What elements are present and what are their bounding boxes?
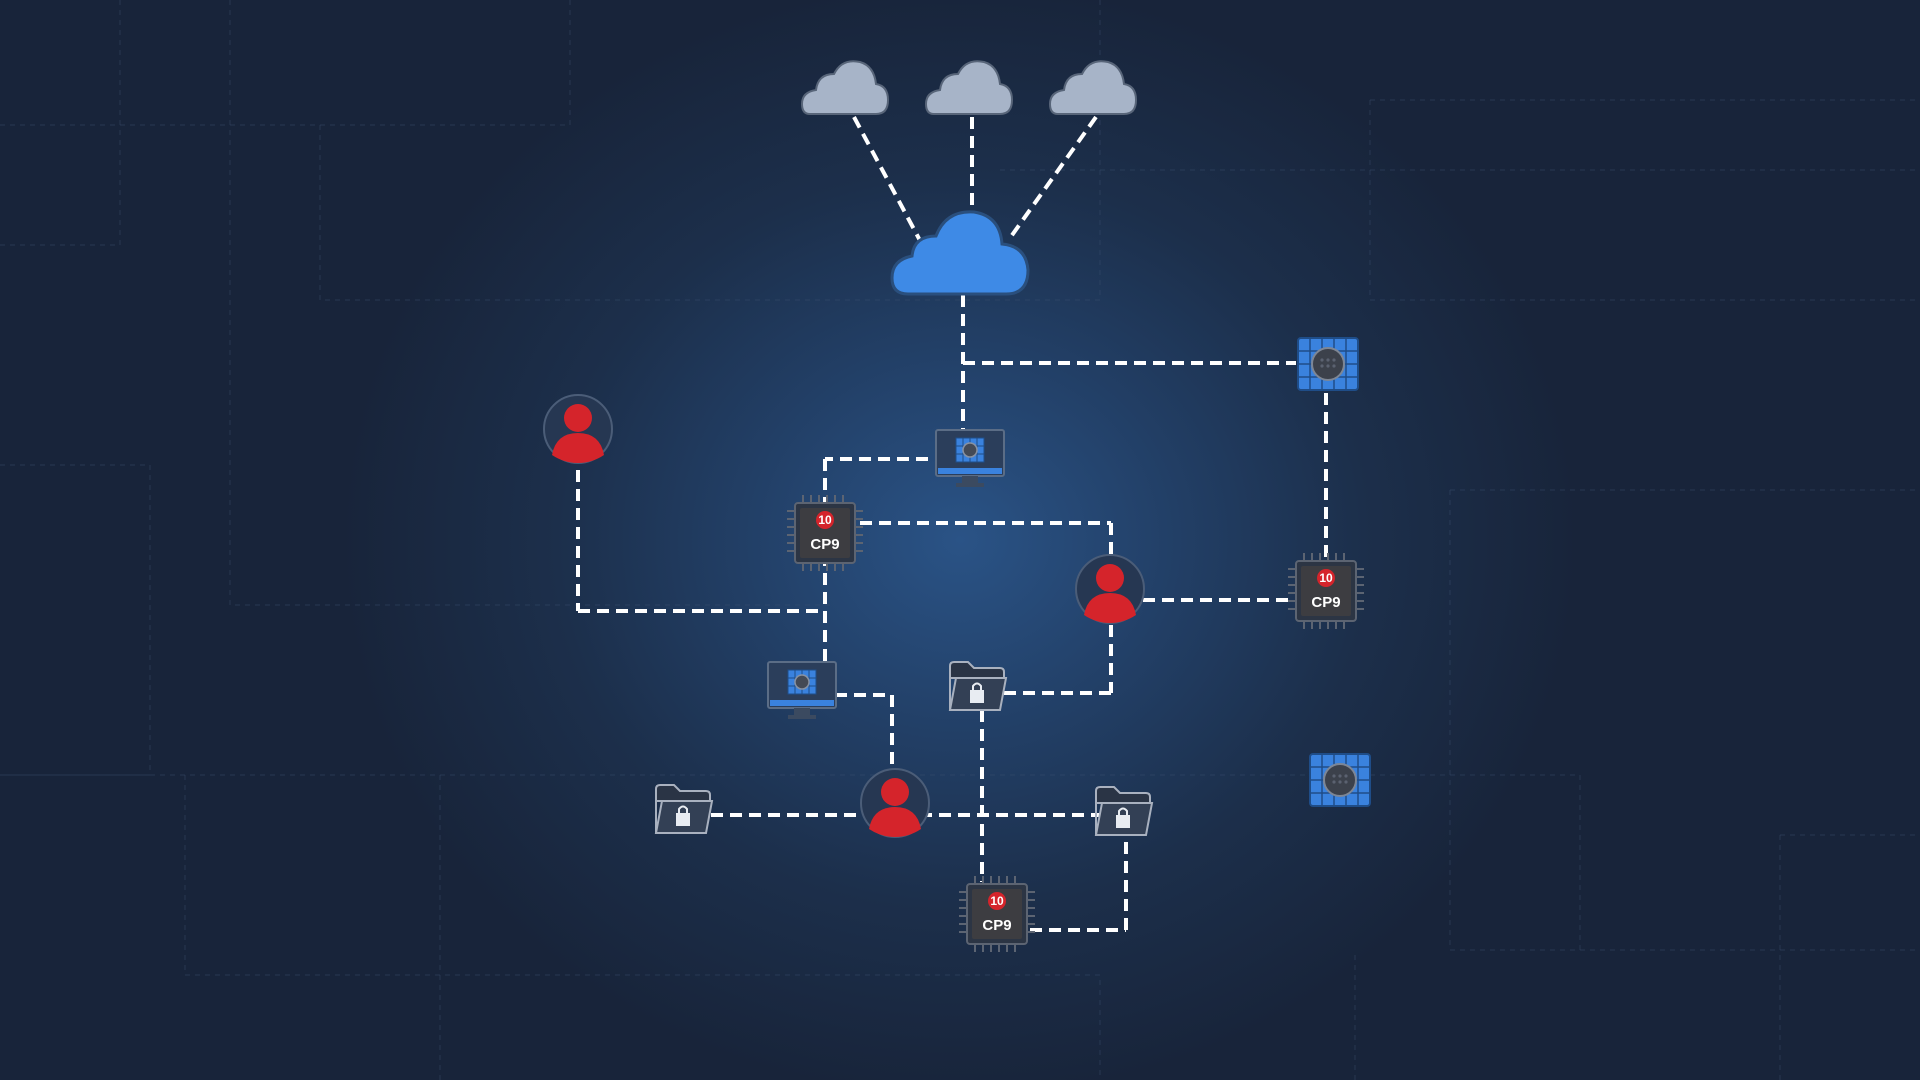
- link-cloud-right: [1008, 115, 1098, 240]
- locked-folder-icon-center: [949, 661, 1007, 711]
- chip-label: CP9: [810, 536, 839, 553]
- cpu-chip-icon: [786, 494, 864, 572]
- user-icon-left: [543, 394, 613, 464]
- chip-label: CP9: [1311, 594, 1340, 611]
- cpu-chip-icon: [1287, 552, 1365, 630]
- user-icon-right: [1075, 554, 1145, 624]
- locked-folder-icon-right: [1095, 786, 1153, 836]
- chip-count: 10: [1319, 571, 1333, 585]
- cpu-chip-b: 10 CP9: [1287, 552, 1365, 630]
- chip-count: 10: [818, 513, 832, 527]
- monitor-icon-left: [767, 661, 837, 720]
- chip-label: CP9: [982, 917, 1011, 934]
- cloud-icon-right: [1049, 60, 1137, 115]
- cpu-chip-c: 10 CP9: [958, 875, 1036, 953]
- link-cloud-left: [852, 116, 926, 249]
- cloud-icon-left: [801, 60, 889, 115]
- locked-folder-icon-left: [655, 784, 713, 834]
- network-links: [576, 115, 1328, 932]
- monitor-icon-top: [935, 429, 1005, 488]
- chip-count: 10: [990, 894, 1004, 908]
- user-icon-bottom: [860, 768, 930, 838]
- server-module-icon-bottom: [1309, 753, 1371, 807]
- cpu-chip-icon: [958, 875, 1036, 953]
- server-module-icon-top: [1297, 337, 1359, 391]
- cpu-chip-a: 10 CP9: [786, 494, 864, 572]
- cloud-icon-center: [925, 60, 1013, 115]
